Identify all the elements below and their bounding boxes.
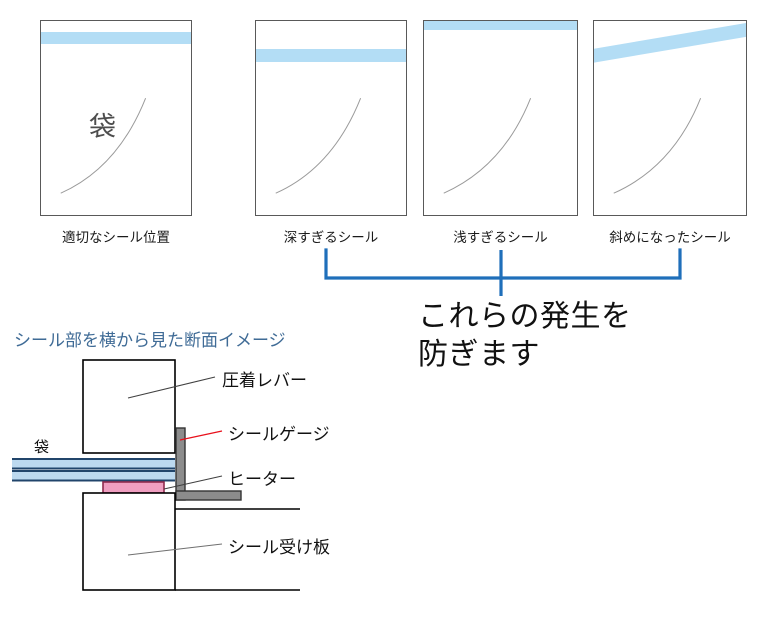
- bag-kanji-label: 袋: [89, 112, 116, 143]
- bag-contour-curve: [275, 98, 362, 194]
- seal-band-too-deep: [256, 49, 406, 62]
- bag-caption-too-shallow: 浅すぎるシール: [453, 230, 548, 245]
- cross-section-drawing: [12, 359, 300, 591]
- leader-press-lever: [127, 376, 216, 399]
- leader-seal-gauge: [179, 430, 223, 441]
- label-press-lever: 圧着レバー: [222, 371, 307, 390]
- bag-too-deep-seal: [255, 20, 407, 216]
- bag-contour-curve: [613, 98, 702, 194]
- seal-band-too-shallow: [424, 21, 577, 30]
- bag-film-layers: [12, 458, 175, 482]
- leader-heater: [163, 475, 223, 490]
- bag-contour-curve: [60, 98, 147, 194]
- bag-side-label: 袋: [34, 438, 50, 456]
- bag-contour-curve: [443, 98, 532, 194]
- cross-section-diagram: 袋 圧着レバー シールゲージ ヒーター シール受け板: [0, 350, 380, 612]
- cross-section-title: シール部を横から見た断面イメージ: [14, 331, 286, 350]
- leader-seal-receiving-plate: [127, 543, 223, 556]
- seal-band-proper: [41, 32, 191, 44]
- callout-text: これらの発生を 防ぎます: [418, 300, 632, 372]
- bag-slanted-seal: [593, 20, 747, 216]
- label-seal-gauge: シールゲージ: [228, 425, 330, 444]
- grouping-bracket: [324, 248, 682, 296]
- bag-proper-seal: 袋: [40, 20, 192, 216]
- bag-illustration-row: 袋 適切なシール位置 深すぎるシール 浅すぎるシール 斜めになったシール: [0, 0, 780, 250]
- bag-caption-too-deep: 深すぎるシール: [283, 230, 379, 245]
- bag-caption-proper: 適切なシール位置: [62, 230, 170, 245]
- bag-too-shallow-seal: [423, 20, 578, 216]
- heater-element: [102, 481, 165, 494]
- seal-receiving-plate-box: [82, 492, 176, 591]
- label-heater: ヒーター: [228, 470, 296, 489]
- press-lever-box: [82, 359, 176, 454]
- seal-gauge-shape: [175, 427, 242, 501]
- bag-caption-slanted: 斜めになったシール: [609, 230, 731, 245]
- seal-band-slanted: [594, 22, 746, 63]
- label-seal-receiving-plate: シール受け板: [228, 538, 330, 557]
